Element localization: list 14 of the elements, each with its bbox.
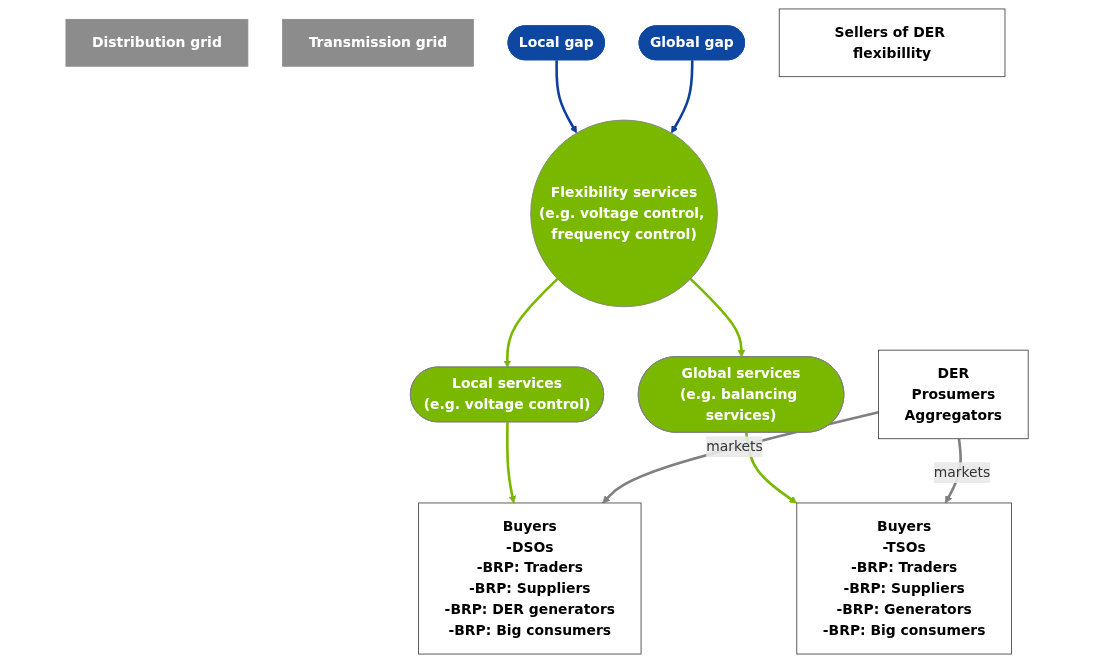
- edge-label: markets: [933, 464, 991, 481]
- arrow: [505, 422, 517, 504]
- node-box: Buyers -DSOs -BRP: Traders -BRP: Suppliers -BRP: DER generators -BRP: Big consumers: [418, 502, 642, 655]
- arrow: [689, 277, 746, 358]
- node-box: Sellers of DER flexibillity: [778, 8, 1006, 78]
- edge-label: markets: [706, 438, 763, 455]
- node-circle: Flexibility services (e.g. voltage control, frequency control): [530, 119, 718, 308]
- arrow: [555, 60, 577, 134]
- node-box: Transmission grid: [282, 18, 474, 67]
- node-box: DER Prosumers Aggregators: [878, 349, 1029, 440]
- arrow: [671, 60, 694, 134]
- node-box: Distribution grid: [65, 18, 249, 67]
- node-box: Buyers -TSOs -BRP: Traders -BRP: Suppliers -BRP: Generators -BRP: Big consumers: [796, 502, 1012, 655]
- arrow: [503, 277, 559, 368]
